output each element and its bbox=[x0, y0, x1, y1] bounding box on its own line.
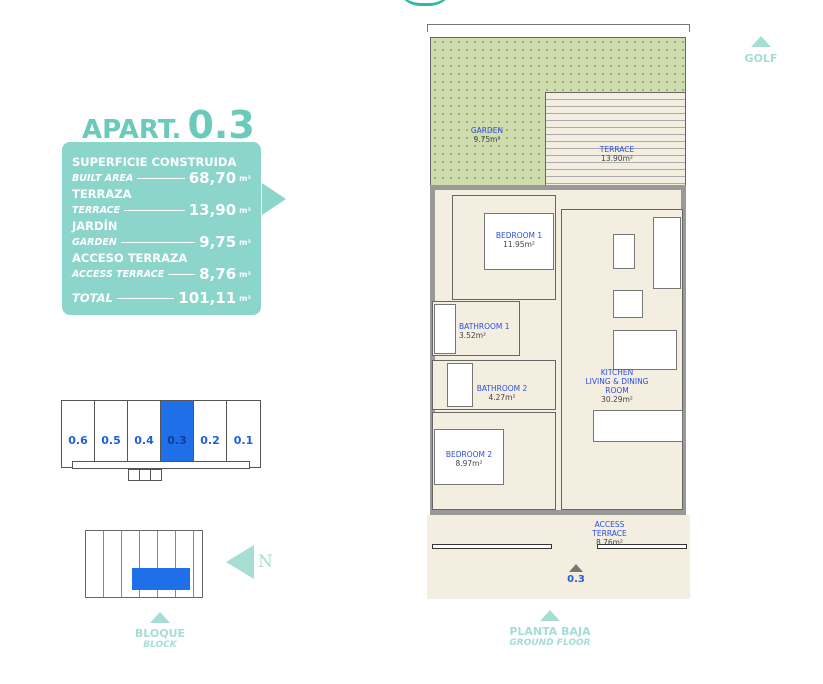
block-walkway bbox=[72, 461, 250, 469]
floor-label-es: PLANTA BAJA bbox=[509, 625, 591, 638]
area-value: 13,90 bbox=[188, 201, 237, 219]
unit-0.1[interactable]: 0.1 bbox=[226, 400, 261, 468]
block-label-es: BLOQUE bbox=[134, 627, 186, 640]
unit-0.5[interactable]: 0.5 bbox=[94, 400, 128, 468]
area-unit: m² bbox=[239, 173, 251, 183]
unit-0.2[interactable]: 0.2 bbox=[193, 400, 227, 468]
unit-0.3-selected[interactable]: 0.3 bbox=[160, 400, 194, 468]
total-unit: m² bbox=[239, 293, 251, 303]
area-value: 68,70 bbox=[188, 169, 237, 187]
sofa bbox=[653, 217, 681, 289]
area-label-es: SUPERFICIE CONSTRUIDA bbox=[72, 155, 237, 169]
terrace-area bbox=[545, 92, 686, 187]
dining-table bbox=[613, 330, 677, 370]
area-value: 9,75 bbox=[199, 233, 237, 251]
floor-label-en: GROUND FLOOR bbox=[509, 638, 591, 648]
unit-0.6[interactable]: 0.6 bbox=[61, 400, 95, 468]
north-arrow-icon bbox=[226, 545, 254, 579]
area-unit: m² bbox=[239, 269, 251, 279]
block-triangle-icon bbox=[150, 612, 170, 623]
entrance-arrow-icon bbox=[569, 564, 583, 572]
bed-2 bbox=[434, 429, 504, 485]
arrow-right-icon bbox=[262, 183, 286, 215]
area-unit: m² bbox=[239, 205, 251, 215]
area-label-es: ACCESO TERRAZA bbox=[72, 251, 188, 265]
bathtub-2 bbox=[447, 363, 473, 407]
coffee-table bbox=[613, 234, 635, 269]
area-label-es: TERRAZA bbox=[72, 187, 132, 201]
apartment-prefix: APART. bbox=[82, 115, 182, 145]
bed-1 bbox=[484, 213, 554, 270]
armchair bbox=[613, 290, 643, 318]
north-label: N bbox=[258, 552, 273, 572]
unit-0.4[interactable]: 0.4 bbox=[127, 400, 161, 468]
access-terrace bbox=[427, 515, 690, 599]
logo-arc bbox=[395, 0, 455, 6]
apartment-title: APART.0.3 bbox=[82, 103, 255, 147]
entrance-label: 0.3 bbox=[567, 574, 585, 585]
apartment-number: 0.3 bbox=[187, 103, 255, 147]
area-label-en: BUILT AREA bbox=[72, 172, 134, 184]
site-plan-selected-block bbox=[132, 568, 190, 590]
access-railing-left bbox=[432, 544, 552, 549]
area-value: 8,76 bbox=[199, 265, 237, 283]
shower-1 bbox=[434, 304, 456, 354]
area-label-en: ACCESS TERRACE bbox=[72, 268, 165, 280]
total-value: 101,11 bbox=[178, 289, 237, 307]
total-label: TOTAL bbox=[72, 291, 113, 305]
access-railing-right bbox=[597, 544, 687, 549]
area-label-es: JARDÍN bbox=[72, 219, 118, 233]
area-label-en: GARDEN bbox=[72, 236, 117, 248]
floor-triangle-icon bbox=[540, 610, 560, 621]
golf-triangle-icon bbox=[751, 36, 771, 47]
block-label-en: BLOCK bbox=[143, 640, 177, 650]
kitchen-island bbox=[593, 410, 683, 442]
block-stairs bbox=[128, 469, 162, 481]
area-unit: m² bbox=[239, 237, 251, 247]
area-label-en: TERRACE bbox=[72, 204, 121, 216]
golf-label: GOLF bbox=[744, 52, 778, 65]
